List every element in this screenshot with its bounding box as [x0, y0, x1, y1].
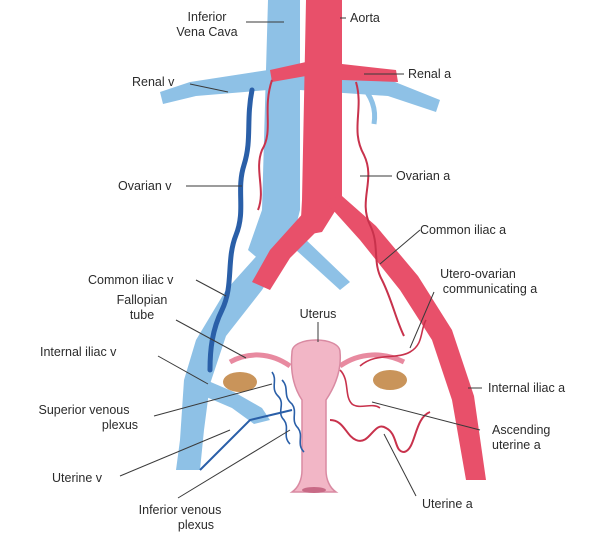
renal-artery-right: [342, 64, 398, 82]
label-ascending-line2: uterine a: [492, 438, 541, 452]
label-utero-ovarian-line2: communicating a: [443, 282, 538, 296]
common-iliac-artery: [324, 196, 486, 480]
label-sup-venous-line2: plexus: [102, 418, 138, 432]
ovarian-artery: [356, 82, 404, 336]
leader-uterine-v: [120, 430, 230, 476]
label-internal-iliac-v: Internal iliac v: [40, 345, 117, 359]
label-ovarian-v: Ovarian v: [118, 179, 172, 193]
label-renal-a: Renal a: [408, 67, 451, 81]
label-sup-venous-line1: Superior venous: [38, 403, 129, 417]
label-inf-venous-line2: plexus: [178, 518, 214, 532]
label-fallopian-line1: Fallopian: [117, 293, 168, 307]
uterus: [291, 340, 340, 492]
label-aorta: Aorta: [350, 11, 380, 25]
label-ivc-line1: Inferior: [188, 10, 227, 24]
label-ovarian-a: Ovarian a: [396, 169, 450, 183]
uterine-vein: [200, 410, 292, 470]
label-uterine-v: Uterine v: [52, 471, 103, 485]
label-uterine-a: Uterine a: [422, 497, 473, 511]
label-internal-iliac-a: Internal iliac a: [488, 381, 565, 395]
fallopian-tube-left: [230, 355, 290, 366]
label-renal-v: Renal v: [132, 75, 175, 89]
cervix-os: [302, 487, 326, 493]
inferior-vena-cava: [248, 0, 300, 262]
superior-venous-plexus: [272, 372, 290, 444]
common-iliac-vein-right: [296, 236, 350, 290]
uterine-artery: [330, 412, 430, 452]
label-inf-venous-line1: Inferior venous: [139, 503, 222, 517]
label-ascending-line1: Ascending: [492, 423, 550, 437]
label-ivc-line2: Vena Cava: [176, 25, 237, 39]
ovary-right: [373, 370, 407, 390]
label-utero-ovarian-line1: Utero-ovarian: [440, 267, 516, 281]
label-fallopian-line2: tube: [130, 308, 154, 322]
leader-common-iliac-v: [196, 280, 226, 296]
label-common-iliac-v: Common iliac v: [88, 273, 174, 287]
label-common-iliac-a: Common iliac a: [420, 223, 506, 237]
label-uterus: Uterus: [300, 307, 337, 321]
